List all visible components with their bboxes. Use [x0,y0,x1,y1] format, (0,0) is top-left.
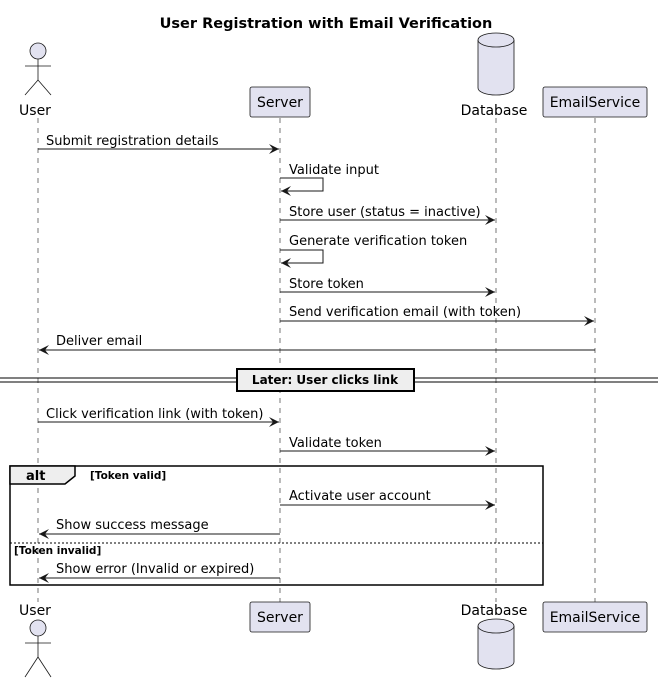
message-label: Deliver email [56,334,142,349]
message-label: Generate verification token [289,234,467,249]
database-participant-top: Database [461,32,528,119]
message-label: Send verification email (with token) [289,305,521,320]
server-participant-top: Server [249,86,311,118]
alt-keyword: alt [26,469,45,484]
message-click-verification-link: Click verification link (with token) [38,407,279,427]
emailservice-participant-top: EmailService [542,86,648,118]
alt-condition-invalid: [Token invalid] [14,545,101,557]
participant-label-user: User [19,103,51,119]
user-participant-bottom: User [19,603,52,678]
message-label: Store user (status = inactive) [289,205,481,220]
divider: Later: User clicks link [0,368,658,392]
message-store-token: Store token [280,277,495,297]
message-label: Click verification link (with token) [46,407,263,422]
message-show-error: Show error (Invalid or expired) [39,562,280,583]
message-validate-token: Validate token [280,436,495,456]
message-deliver-email: Deliver email [39,334,595,355]
message-label: Validate input [289,163,379,178]
participant-label-emailservice: EmailService [550,95,641,111]
message-label: Store token [289,277,364,292]
server-participant-bottom: Server [249,601,311,633]
diagram-title: User Registration with Email Verificatio… [160,16,493,32]
emailservice-participant-bottom: EmailService [542,601,648,633]
message-label: Activate user account [289,489,431,504]
user-participant-top: User [19,42,52,119]
message-label: Submit registration details [46,134,219,149]
database-icon [477,618,515,670]
participant-label-emailservice: EmailService [550,610,641,626]
message-label: Show error (Invalid or expired) [56,562,254,577]
message-submit-registration: Submit registration details [38,134,279,154]
database-participant-bottom: Database [461,603,528,670]
alt-group: alt [Token valid] [Token invalid] [9,465,544,586]
database-icon [477,32,515,96]
divider-label: Later: User clicks link [252,373,399,387]
message-activate-account: Activate user account [280,489,495,510]
message-validate-input: Validate input [280,163,379,196]
participant-label-database: Database [461,103,528,119]
message-send-verification-email: Send verification email (with token) [280,305,594,326]
message-label: Validate token [289,436,382,451]
participant-label-server: Server [257,610,303,626]
message-store-user: Store user (status = inactive) [280,205,495,225]
participant-label-user: User [19,603,51,619]
participant-label-server: Server [257,95,303,111]
message-generate-token: Generate verification token [280,234,467,268]
message-label: Show success message [56,518,209,533]
actor-icon [24,42,52,96]
message-show-success: Show success message [39,518,280,539]
actor-icon [24,619,52,678]
participant-label-database: Database [461,603,528,619]
alt-condition-valid: [Token valid] [90,470,166,482]
